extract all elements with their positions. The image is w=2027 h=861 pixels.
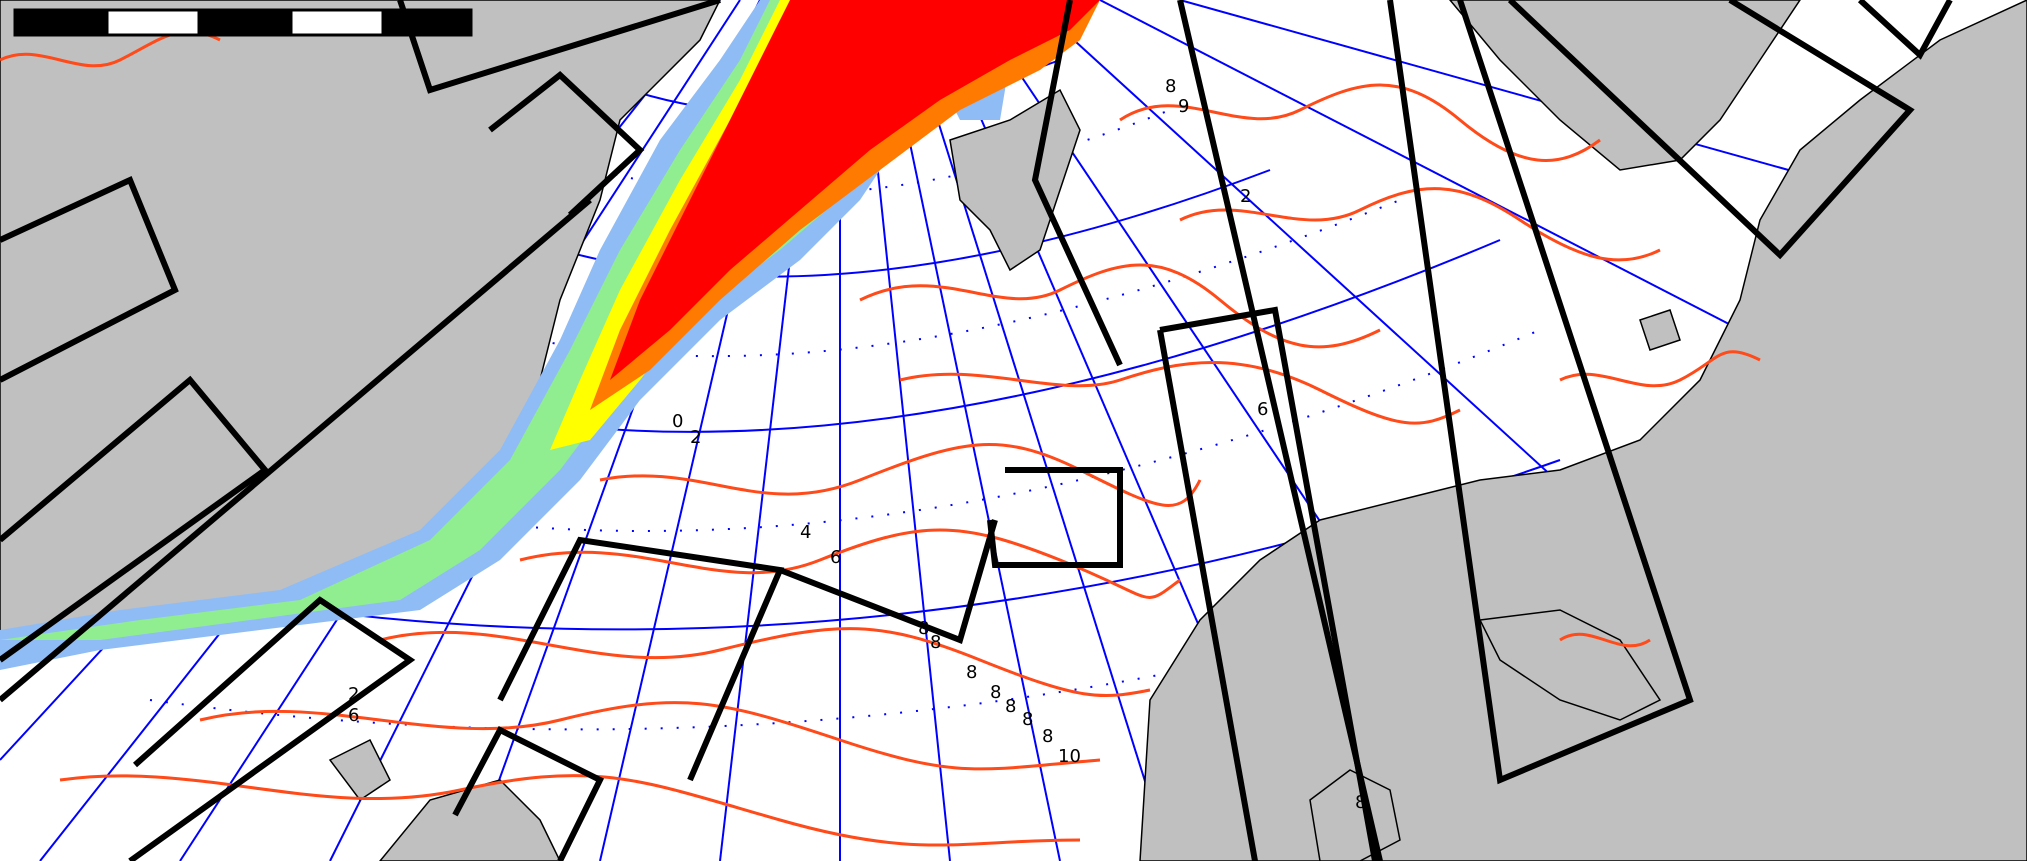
land-archipelago — [949, 88, 1081, 272]
ice-red-core — [610, 0, 1100, 380]
contour-label: 8 — [1042, 726, 1053, 747]
sea-ice-layers — [0, 0, 1100, 670]
land-south — [379, 779, 561, 861]
contour-label: 2 — [1240, 186, 1251, 207]
scale-bar-segment — [381, 8, 473, 37]
ice-orange-band — [590, 0, 1100, 410]
land-island-southwest — [328, 738, 391, 802]
contour-label: 6 — [1257, 399, 1268, 420]
land-peninsula — [1478, 609, 1662, 721]
contour-label: 6 — [348, 705, 359, 726]
graticule-dotted-lines — [0, 39, 1601, 731]
contour-label: 6 — [830, 547, 841, 568]
land-southeast — [1139, 0, 2027, 861]
scale-bar-segment — [105, 8, 201, 37]
contour-label: 8 — [1165, 76, 1176, 97]
contour-label: 2 — [690, 427, 701, 448]
contour-lines — [0, 30, 1761, 847]
scale-bar-segment — [13, 8, 109, 37]
contour-label-group: 0 2 4 6 8 8 8 8 8 8 8 10 2 6 6 8 9 8 2 — [348, 76, 1366, 813]
contour-label: 8 — [1355, 792, 1366, 813]
contour-label: 2 — [348, 684, 359, 705]
contour-label: 8 — [990, 682, 1001, 703]
land-island-mid — [1639, 309, 1681, 351]
contour-label: 8 — [966, 662, 977, 683]
scale-bar-segment — [197, 8, 293, 37]
scale-bar-segment — [289, 8, 385, 37]
contour-label: 8 — [930, 632, 941, 653]
contour-label: 9 — [1178, 96, 1189, 117]
contour-label: 8 — [918, 618, 929, 639]
region-boxes — [0, 0, 1953, 861]
contour-label: 10 — [1058, 746, 1081, 767]
contour-label: 8 — [1005, 696, 1016, 717]
contour-label: 8 — [1022, 709, 1033, 730]
scale-bar — [13, 8, 473, 37]
contour-label: 0 — [672, 411, 683, 432]
contour-label: 4 — [800, 522, 811, 543]
